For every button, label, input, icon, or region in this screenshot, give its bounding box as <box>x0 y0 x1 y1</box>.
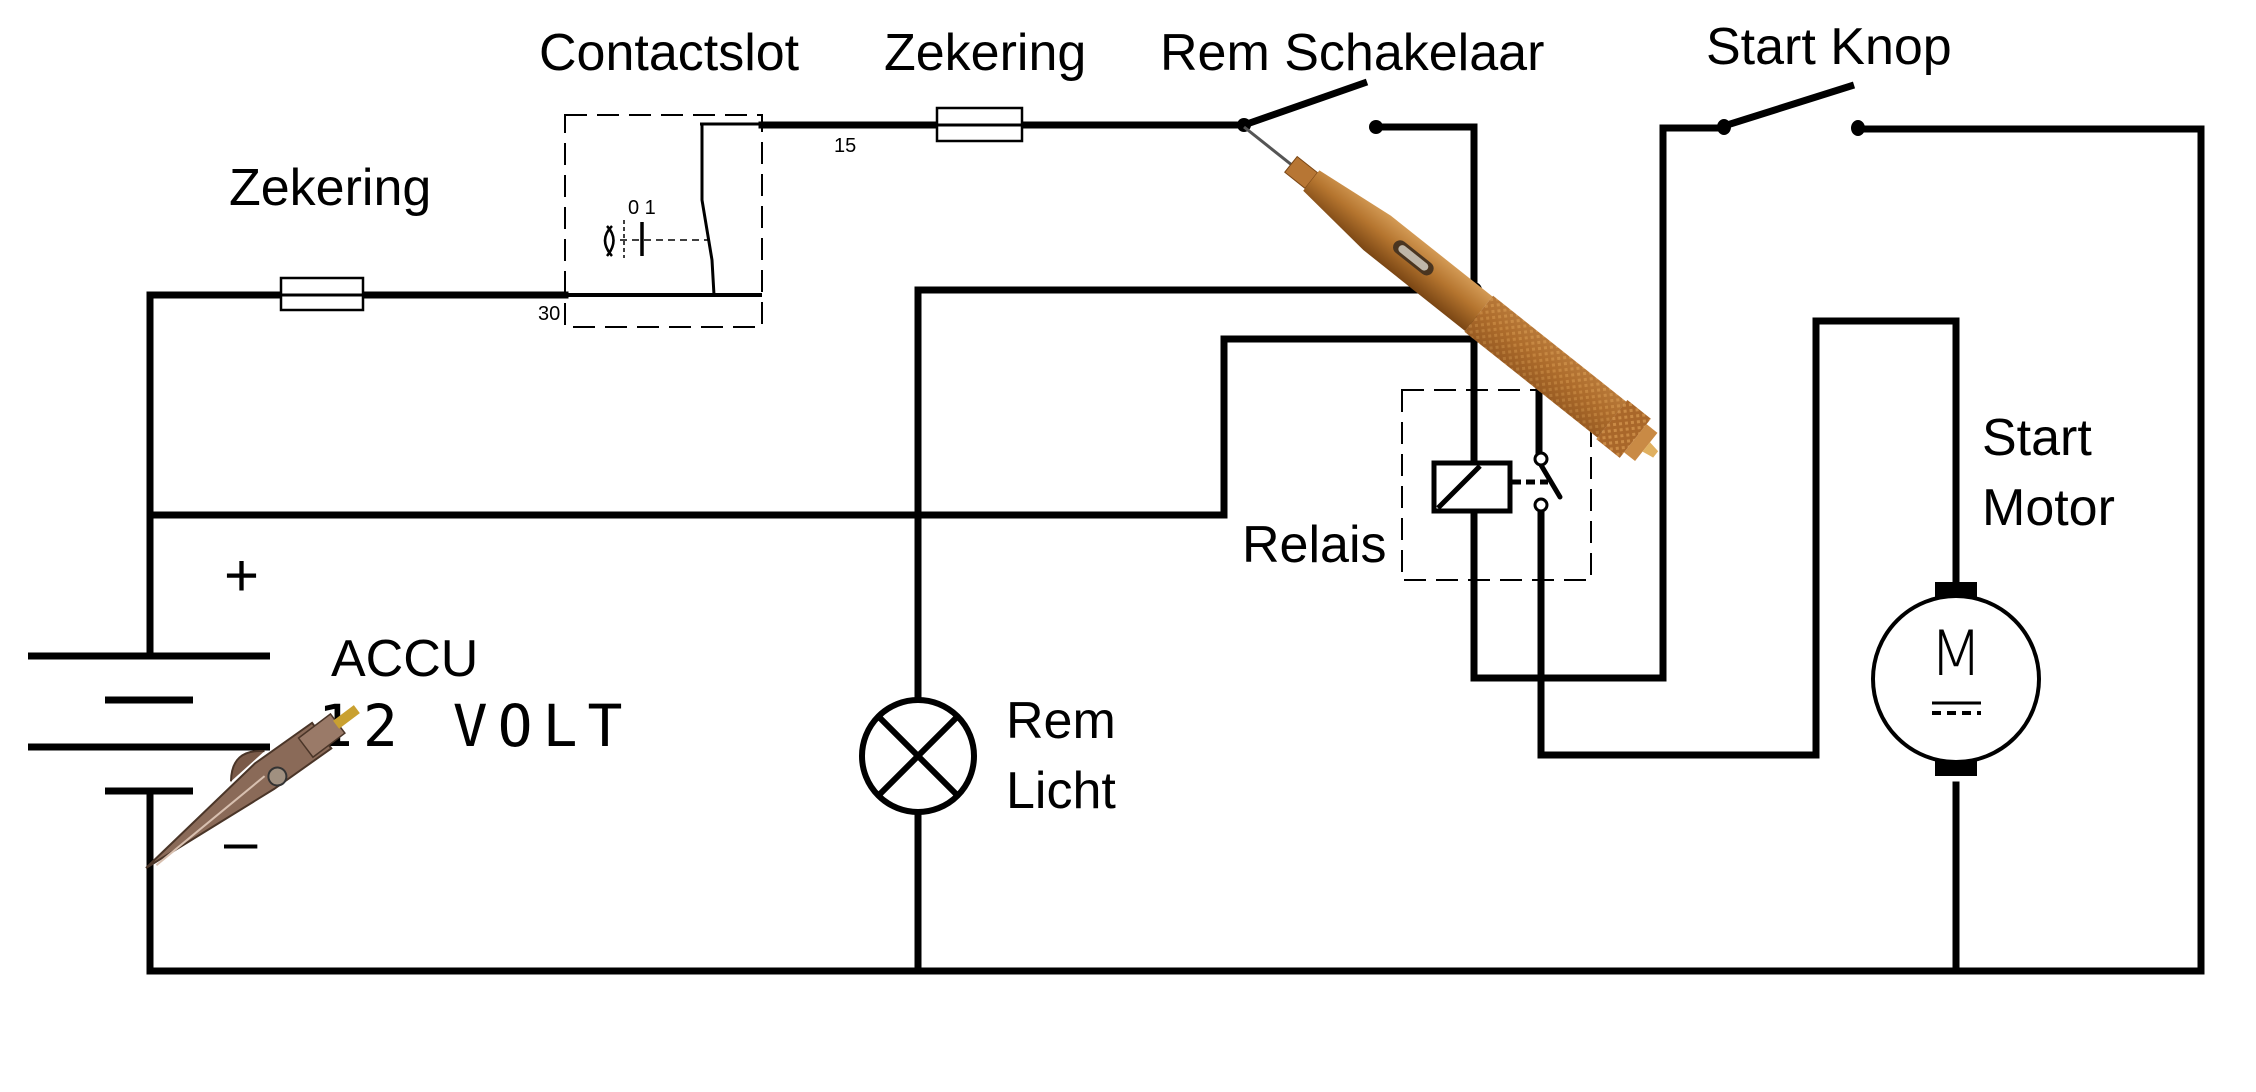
start-button-lever <box>1722 81 1856 130</box>
brake-light-label-line1: Rem <box>1006 692 1116 750</box>
fuse-top <box>935 106 1024 143</box>
alligator-clip[interactable] <box>127 683 367 880</box>
ignition-switch-boundary <box>564 114 763 328</box>
wire-relay-to-motor <box>1537 317 1960 759</box>
brake-switch-label: Rem Schakelaar <box>1160 24 1544 82</box>
test-lamp-probe[interactable] <box>1228 107 1671 474</box>
wire-battery-to-ignition <box>146 291 284 644</box>
ignition-switch-label: Contactslot <box>539 24 800 82</box>
ignition-switch: 0 1 <box>564 114 763 328</box>
wire-ground-rail <box>146 811 2205 975</box>
wire-brake-switch-out <box>1372 123 1478 294</box>
brake-light-lamp <box>859 697 977 815</box>
fuse-left <box>279 276 365 312</box>
wire-relay-coil-to-start-button <box>1470 124 1728 682</box>
starter-motor-label-line1: Start <box>1982 409 2092 467</box>
relay <box>1401 389 1592 581</box>
start-button-label: Start Knop <box>1706 18 1952 76</box>
wire-battery-to-relay-contact <box>146 335 1543 519</box>
switch-positions-label: 0 1 <box>628 197 656 219</box>
clip-wire <box>333 705 360 729</box>
fuse-left-label: Zekering <box>229 159 431 217</box>
battery-symbol <box>28 540 270 920</box>
battery-minus-label: – <box>224 808 258 875</box>
brake-switch <box>1237 78 1383 134</box>
battery-voltage-label: 12 VOLT <box>318 692 632 760</box>
starter-motor-label-line2: Motor <box>1982 479 2115 537</box>
start-button-switch <box>1717 81 1865 136</box>
fuse-top-label: Zekering <box>884 24 1086 82</box>
brake-light-label-line2: Licht <box>1006 762 1116 820</box>
probe-needle <box>1243 125 1294 167</box>
starter-motor: M <box>1871 582 2041 776</box>
terminal-15-label: 15 <box>834 135 856 157</box>
wire-to-brake-light <box>914 286 1478 704</box>
motor-symbol: M <box>1929 617 1983 690</box>
battery-label: ACCU <box>331 630 478 688</box>
ignition-switch-contact <box>700 124 716 296</box>
wire-start-button-out <box>1854 125 2205 975</box>
relay-contact <box>1538 462 1563 500</box>
relay-label: Relais <box>1242 516 1387 574</box>
terminal-30-label: 30 <box>538 303 560 325</box>
brake-switch-lever <box>1242 78 1369 129</box>
battery-plus-label: + <box>224 542 259 609</box>
